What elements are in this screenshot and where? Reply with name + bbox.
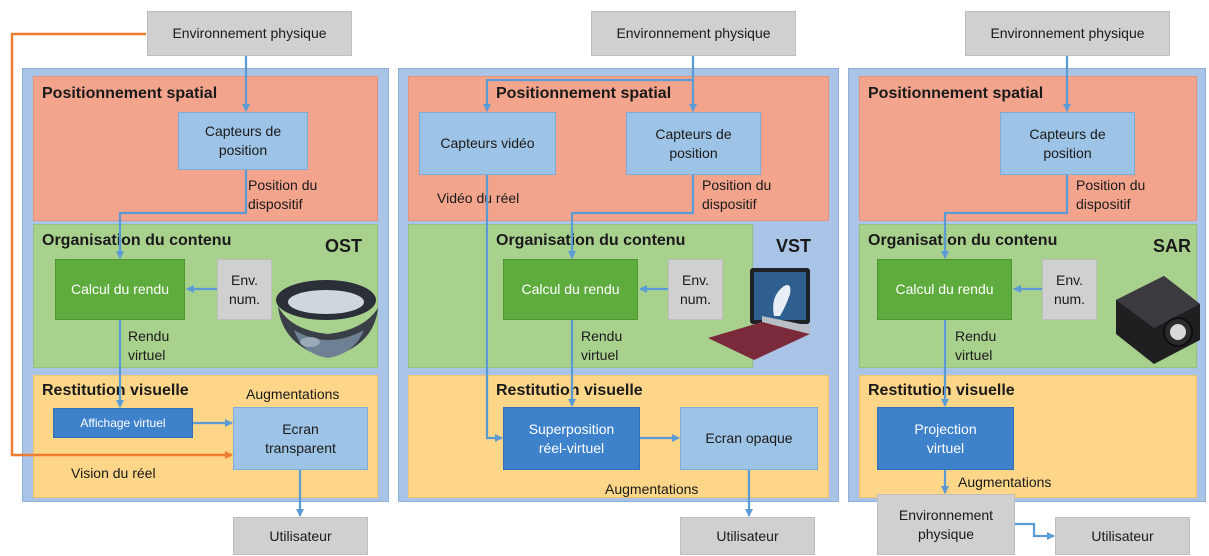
render-out-label: Rendu virtuel bbox=[955, 328, 997, 363]
projector-image bbox=[1116, 276, 1200, 364]
mode-tag-vst: VST bbox=[776, 236, 812, 256]
organization-title: Organisation du contenu bbox=[496, 232, 686, 249]
headset-image bbox=[276, 280, 378, 358]
render-box: Calcul du rendu bbox=[503, 259, 638, 320]
user-box: Utilisateur bbox=[680, 517, 815, 555]
position-sensor-box: Capteurs de position bbox=[626, 112, 761, 175]
mode-tag-sar: SAR bbox=[1153, 236, 1192, 256]
mode-tag-ost: OST bbox=[325, 236, 363, 256]
restitution-title: Restitution visuelle bbox=[42, 382, 189, 399]
video-real-label: Vidéo du réel bbox=[437, 190, 520, 206]
render-box: Calcul du rendu bbox=[55, 259, 185, 320]
positioning-title: Positionnement spatial bbox=[496, 85, 672, 102]
user-box: Utilisateur bbox=[1055, 517, 1190, 555]
render-out-label: Rendu virtuel bbox=[581, 328, 623, 363]
projection-box: Projection virtuel bbox=[877, 407, 1014, 470]
env-top-box: Environnement physique bbox=[147, 11, 352, 56]
superposition-box: Superposition réel-virtuel bbox=[503, 407, 640, 470]
positioning-title: Positionnement spatial bbox=[868, 85, 1044, 102]
restitution-title: Restitution visuelle bbox=[868, 382, 1015, 399]
render-out-label: Rendu virtuel bbox=[128, 328, 170, 363]
env-num-box: Env. num. bbox=[1042, 259, 1097, 320]
organization-title: Organisation du contenu bbox=[42, 232, 232, 249]
device-position-label: Position du dispositif bbox=[1076, 177, 1146, 212]
augmentations-label: Augmentations bbox=[246, 386, 340, 402]
tablet-image bbox=[708, 268, 810, 360]
position-sensor-box: Capteurs de position bbox=[178, 112, 308, 170]
opaque-screen-box: Ecran opaque bbox=[680, 407, 818, 470]
real-vision-label: Vision du réel bbox=[71, 465, 156, 481]
positioning-title: Positionnement spatial bbox=[42, 85, 218, 102]
env-top-box: Environnement physique bbox=[591, 11, 796, 56]
position-sensor-box: Capteurs de position bbox=[1000, 112, 1135, 175]
user-box: Utilisateur bbox=[233, 517, 368, 555]
augmentations-label: Augmentations bbox=[958, 474, 1052, 490]
env-num-box: Env. num. bbox=[668, 259, 723, 320]
organization-title: Organisation du contenu bbox=[868, 232, 1058, 249]
restitution-band-sar bbox=[859, 375, 1197, 498]
render-box: Calcul du rendu bbox=[877, 259, 1012, 320]
env-bottom-box: Environnement physique bbox=[877, 494, 1015, 555]
restitution-title: Restitution visuelle bbox=[496, 382, 643, 399]
video-sensor-box: Capteurs vidéo bbox=[419, 112, 556, 175]
env-top-box: Environnement physique bbox=[965, 11, 1170, 56]
arrow-env-to-user bbox=[1015, 522, 1055, 540]
virtual-display-box: Affichage virtuel bbox=[53, 408, 193, 438]
augmentations-label: Augmentations bbox=[605, 481, 699, 497]
device-position-label: Position du dispositif bbox=[248, 177, 318, 212]
env-num-box: Env. num. bbox=[217, 259, 272, 320]
transparent-screen-box: Ecran transparent bbox=[233, 407, 368, 470]
device-position-label: Position du dispositif bbox=[702, 177, 772, 212]
